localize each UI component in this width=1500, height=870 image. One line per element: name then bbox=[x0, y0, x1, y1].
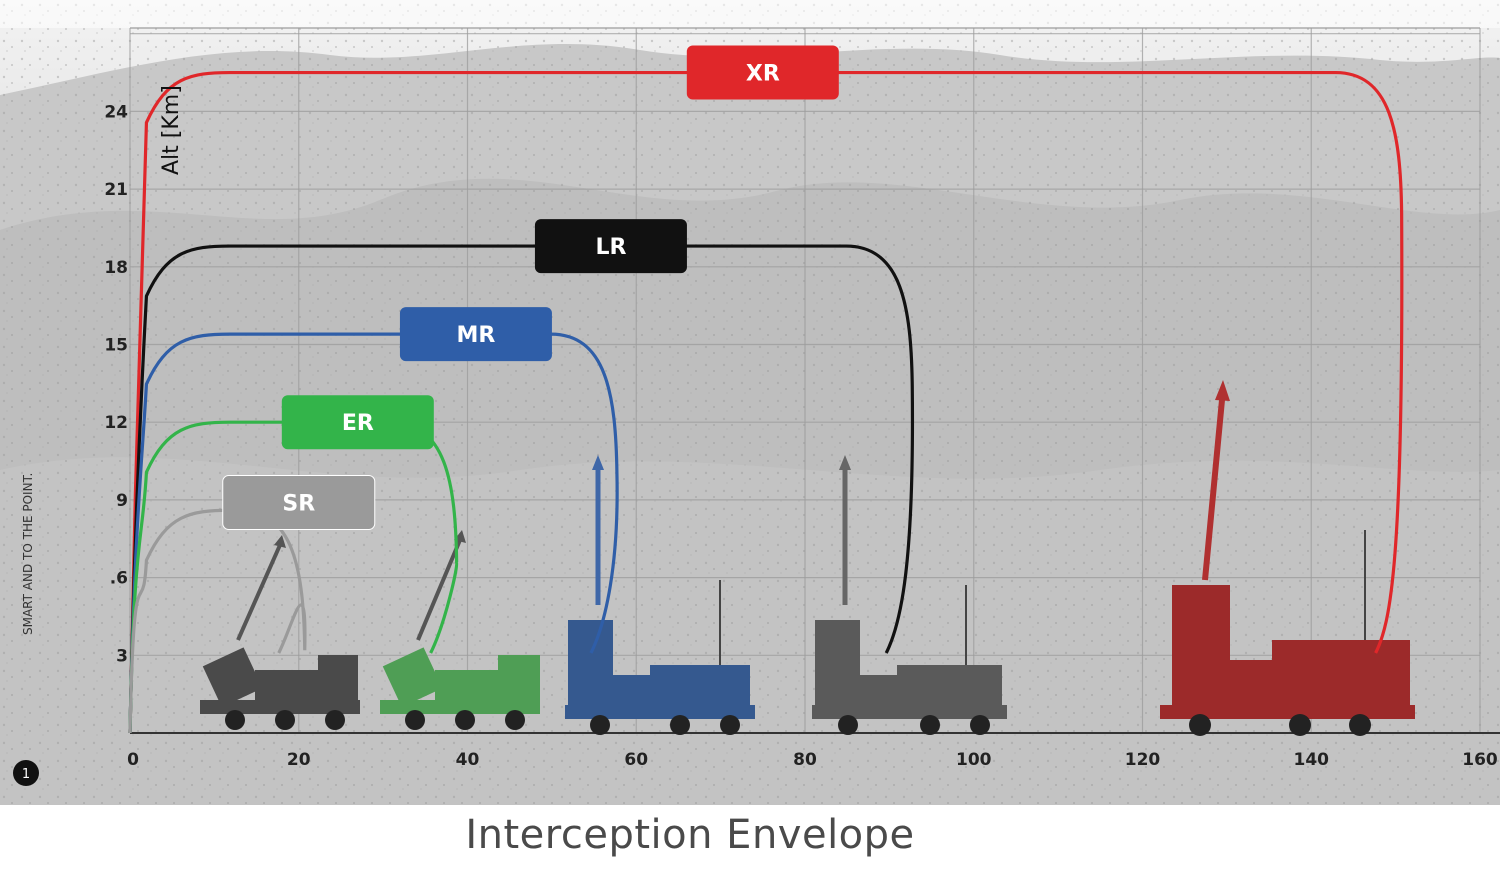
axis-ticks: 0 20 40 60 80 100 120 140 160 3 .6 9 12 15 18 21 24 bbox=[104, 102, 1498, 770]
corner-badge: 1 bbox=[13, 760, 39, 786]
x-tick-label: 0 bbox=[127, 750, 139, 770]
envelope-label-box-lr bbox=[534, 219, 687, 274]
y-tick-label: 12 bbox=[104, 413, 128, 433]
envelope-curve-mr bbox=[128, 332, 619, 734]
y-tick-label: 9 bbox=[116, 491, 128, 511]
envelope-label-lr: LR bbox=[595, 235, 626, 260]
lr-launcher-vehicle bbox=[812, 455, 1007, 735]
x-tick-label: 20 bbox=[287, 750, 311, 770]
envelope-label-box-xr bbox=[686, 45, 839, 100]
envelope-label-er: ER bbox=[342, 411, 374, 436]
side-slogan: SMART AND TO THE POINT. bbox=[21, 473, 35, 635]
y-axis-label: Alt [Km] bbox=[159, 85, 184, 175]
xr-launcher-vehicle bbox=[1160, 380, 1415, 736]
y-tick-label: .6 bbox=[110, 569, 128, 589]
x-tick-label: 60 bbox=[624, 750, 648, 770]
y-tick-label: 18 bbox=[104, 258, 128, 278]
launcher-vehicles bbox=[200, 380, 1415, 736]
envelope-curve-lr bbox=[128, 244, 915, 734]
envelope-label-mr: MR bbox=[457, 323, 496, 348]
envelope-curve-er bbox=[128, 420, 459, 734]
envelope-label-sr: SR bbox=[282, 491, 315, 516]
envelope-labels: XR LR MR ER SR bbox=[222, 45, 839, 530]
envelope-label-box-er bbox=[281, 395, 434, 450]
x-tick-label: 120 bbox=[1125, 750, 1161, 770]
y-tick-label: 3 bbox=[116, 646, 128, 666]
y-tick-label: 24 bbox=[104, 102, 128, 122]
x-tick-label: 80 bbox=[793, 750, 817, 770]
x-tick-label: 100 bbox=[956, 750, 992, 770]
x-tick-label: 40 bbox=[456, 750, 480, 770]
x-tick-label: 140 bbox=[1294, 750, 1330, 770]
mr-launcher-vehicle bbox=[565, 455, 755, 735]
er-launcher-vehicle bbox=[380, 530, 540, 730]
envelope-label-box-mr bbox=[399, 307, 552, 362]
sr-launcher-vehicle bbox=[200, 535, 360, 730]
x-tick-label: 160 bbox=[1462, 750, 1498, 770]
y-tick-label: 15 bbox=[104, 336, 128, 356]
envelope-label-box-sr bbox=[222, 474, 376, 530]
chart-title: Interception Envelope bbox=[465, 812, 915, 858]
y-tick-label: 21 bbox=[104, 180, 128, 200]
corner-badge-text: 1 bbox=[22, 767, 30, 782]
envelope-label-xr: XR bbox=[746, 62, 780, 87]
